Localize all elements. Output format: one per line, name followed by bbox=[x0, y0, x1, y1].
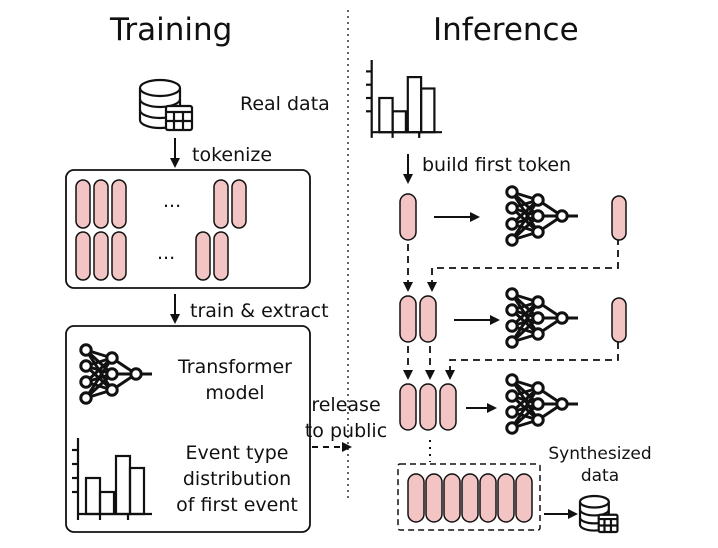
transformer-line-2: model bbox=[205, 382, 265, 404]
token-capsule-icon bbox=[213, 231, 229, 281]
token-capsule-icon bbox=[111, 179, 127, 229]
release-line-1: release bbox=[311, 394, 381, 416]
token-capsule-icon bbox=[231, 179, 247, 229]
database-table-icon bbox=[578, 494, 619, 534]
synth-line-1: Synthesized bbox=[548, 444, 652, 464]
build-first-token-label: build first token bbox=[422, 154, 572, 176]
token-capsule-icon bbox=[419, 383, 437, 431]
token-capsule-icon bbox=[111, 231, 127, 281]
token-capsule-icon bbox=[93, 179, 109, 229]
token-capsule-icon bbox=[611, 195, 627, 241]
database-table-icon bbox=[138, 78, 194, 132]
tokenize-label: tokenize bbox=[192, 144, 273, 166]
neural-network-icon bbox=[505, 185, 578, 247]
real-data-label: Real data bbox=[240, 93, 330, 115]
bar-chart-icon bbox=[72, 438, 152, 520]
token-capsule-icon bbox=[497, 473, 515, 523]
token-capsule-icon bbox=[443, 473, 461, 523]
event-line-2: distribution bbox=[182, 468, 292, 490]
token-capsule-icon bbox=[75, 231, 91, 281]
event-line-1: Event type bbox=[185, 442, 289, 464]
bar-chart-icon bbox=[366, 60, 443, 138]
neural-network-icon bbox=[505, 373, 578, 435]
token-capsule-icon bbox=[195, 231, 211, 281]
synthesized-data-label: Synthesized data bbox=[542, 443, 658, 487]
training-heading: Training bbox=[110, 12, 233, 48]
release-label: release to public bbox=[296, 392, 396, 444]
token-capsule-icon bbox=[425, 473, 443, 523]
token-capsule-icon bbox=[399, 295, 417, 343]
feedback-path-2 bbox=[445, 342, 619, 380]
synthesized-box bbox=[397, 463, 541, 531]
token-capsule-icon bbox=[213, 179, 229, 229]
token-capsule-icon bbox=[93, 231, 109, 281]
ellipsis-top: ... bbox=[163, 190, 182, 212]
token-capsule-icon bbox=[75, 179, 91, 229]
token-capsule-icon bbox=[439, 383, 457, 431]
neural-network-icon bbox=[505, 287, 578, 349]
token-capsule-icon bbox=[611, 297, 627, 343]
inference-heading: Inference bbox=[433, 12, 579, 48]
token-capsule-icon bbox=[515, 473, 533, 523]
train-extract-label: train & extract bbox=[190, 300, 329, 322]
token-capsule-icon bbox=[461, 473, 479, 523]
token-capsule-icon bbox=[407, 473, 425, 523]
event-line-3: of first event bbox=[176, 494, 298, 516]
feedback-path-1 bbox=[427, 238, 619, 292]
token-capsule-icon bbox=[399, 383, 417, 431]
synth-line-2: data bbox=[580, 466, 620, 486]
transformer-label: Transformer model bbox=[160, 354, 310, 406]
token-capsule-icon bbox=[419, 295, 437, 343]
event-type-label: Event type distribution of first event bbox=[164, 440, 310, 518]
ellipsis-bottom: ... bbox=[157, 242, 176, 264]
token-capsule-icon bbox=[399, 193, 417, 241]
token-box bbox=[65, 169, 311, 289]
transformer-line-1: Transformer bbox=[177, 356, 292, 378]
release-line-2: to public bbox=[304, 420, 388, 442]
neural-network-icon bbox=[79, 343, 152, 405]
model-box bbox=[65, 325, 311, 533]
token-capsule-icon bbox=[479, 473, 497, 523]
